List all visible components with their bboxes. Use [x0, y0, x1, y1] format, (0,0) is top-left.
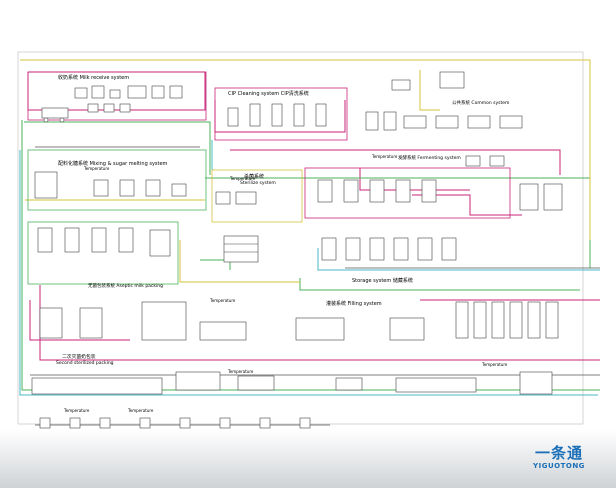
mixing-tanks: [34, 171, 187, 199]
cip-tanks: [227, 103, 327, 127]
milk-receive-equipment: [41, 85, 183, 123]
cip-box: [214, 87, 348, 141]
aseptic-label: 无菌包装系统 Aseptic milk packing: [88, 282, 163, 289]
milk-receive-label: 收奶系统 Milk receive system: [58, 74, 129, 81]
mixing-box: [27, 149, 207, 211]
pipelines-yellow: [20, 59, 591, 283]
storage-tanks: [321, 237, 457, 261]
fermenting-label: 发酵系统 Fermenting system: [398, 154, 461, 161]
second-sterilize-label: 二次灭菌奶包装: [62, 353, 96, 360]
sterilizer-equipment: [215, 191, 259, 263]
second-sterilize-label-en: Second sterilized packing: [56, 360, 114, 366]
mixing-label: 配料化糖系统 Mixing & sugar melting system: [58, 160, 168, 167]
filling-machines: [39, 301, 559, 341]
utilities-equipment: [365, 71, 523, 167]
cip-label: CIP Cleaning system CIP清洗系统: [228, 90, 309, 97]
temperature-label: Temperature: [63, 408, 90, 413]
logo-chinese-text: 一条通: [534, 444, 583, 462]
fermenting-box: [304, 167, 511, 219]
fermenting-tanks: [317, 179, 563, 211]
utilities-label: 公共系统 Common system: [452, 99, 509, 106]
logo-english-text: YIGUOTONG: [533, 462, 585, 470]
bottom-shadow: [0, 430, 616, 488]
yiguotong-logo: 一条通 YIGUOTONG: [522, 442, 596, 478]
milk-receive-box: [27, 71, 207, 121]
aseptic-tanks: [37, 227, 171, 257]
aseptic-box: [27, 221, 179, 285]
sterilize-label: Sterilize system: [240, 180, 276, 186]
pipelines-cyan: [19, 140, 600, 396]
sterilize-cn-label: 杀菌系统: [244, 173, 264, 180]
temperature-label: Temperature: [481, 362, 508, 367]
temperature-labels: Temperature Temperature Temperature Temp…: [63, 154, 508, 413]
temperature-label: Temperature: [371, 154, 398, 159]
temperature-label: Temperature: [127, 408, 154, 413]
sterilize-box: [211, 169, 303, 223]
temperature-label: Temperature: [227, 369, 254, 374]
temperature-label: Temperature: [209, 298, 236, 303]
filling-label: 灌装系统 Filling system: [326, 300, 382, 307]
second-packing-line: [31, 371, 553, 395]
temperature-label: Temperature: [229, 176, 256, 181]
bottom-line-equipment: [39, 417, 311, 429]
temperature-label: Temperature: [83, 166, 110, 171]
storage-label: Storage system 储藏系统: [352, 277, 413, 284]
